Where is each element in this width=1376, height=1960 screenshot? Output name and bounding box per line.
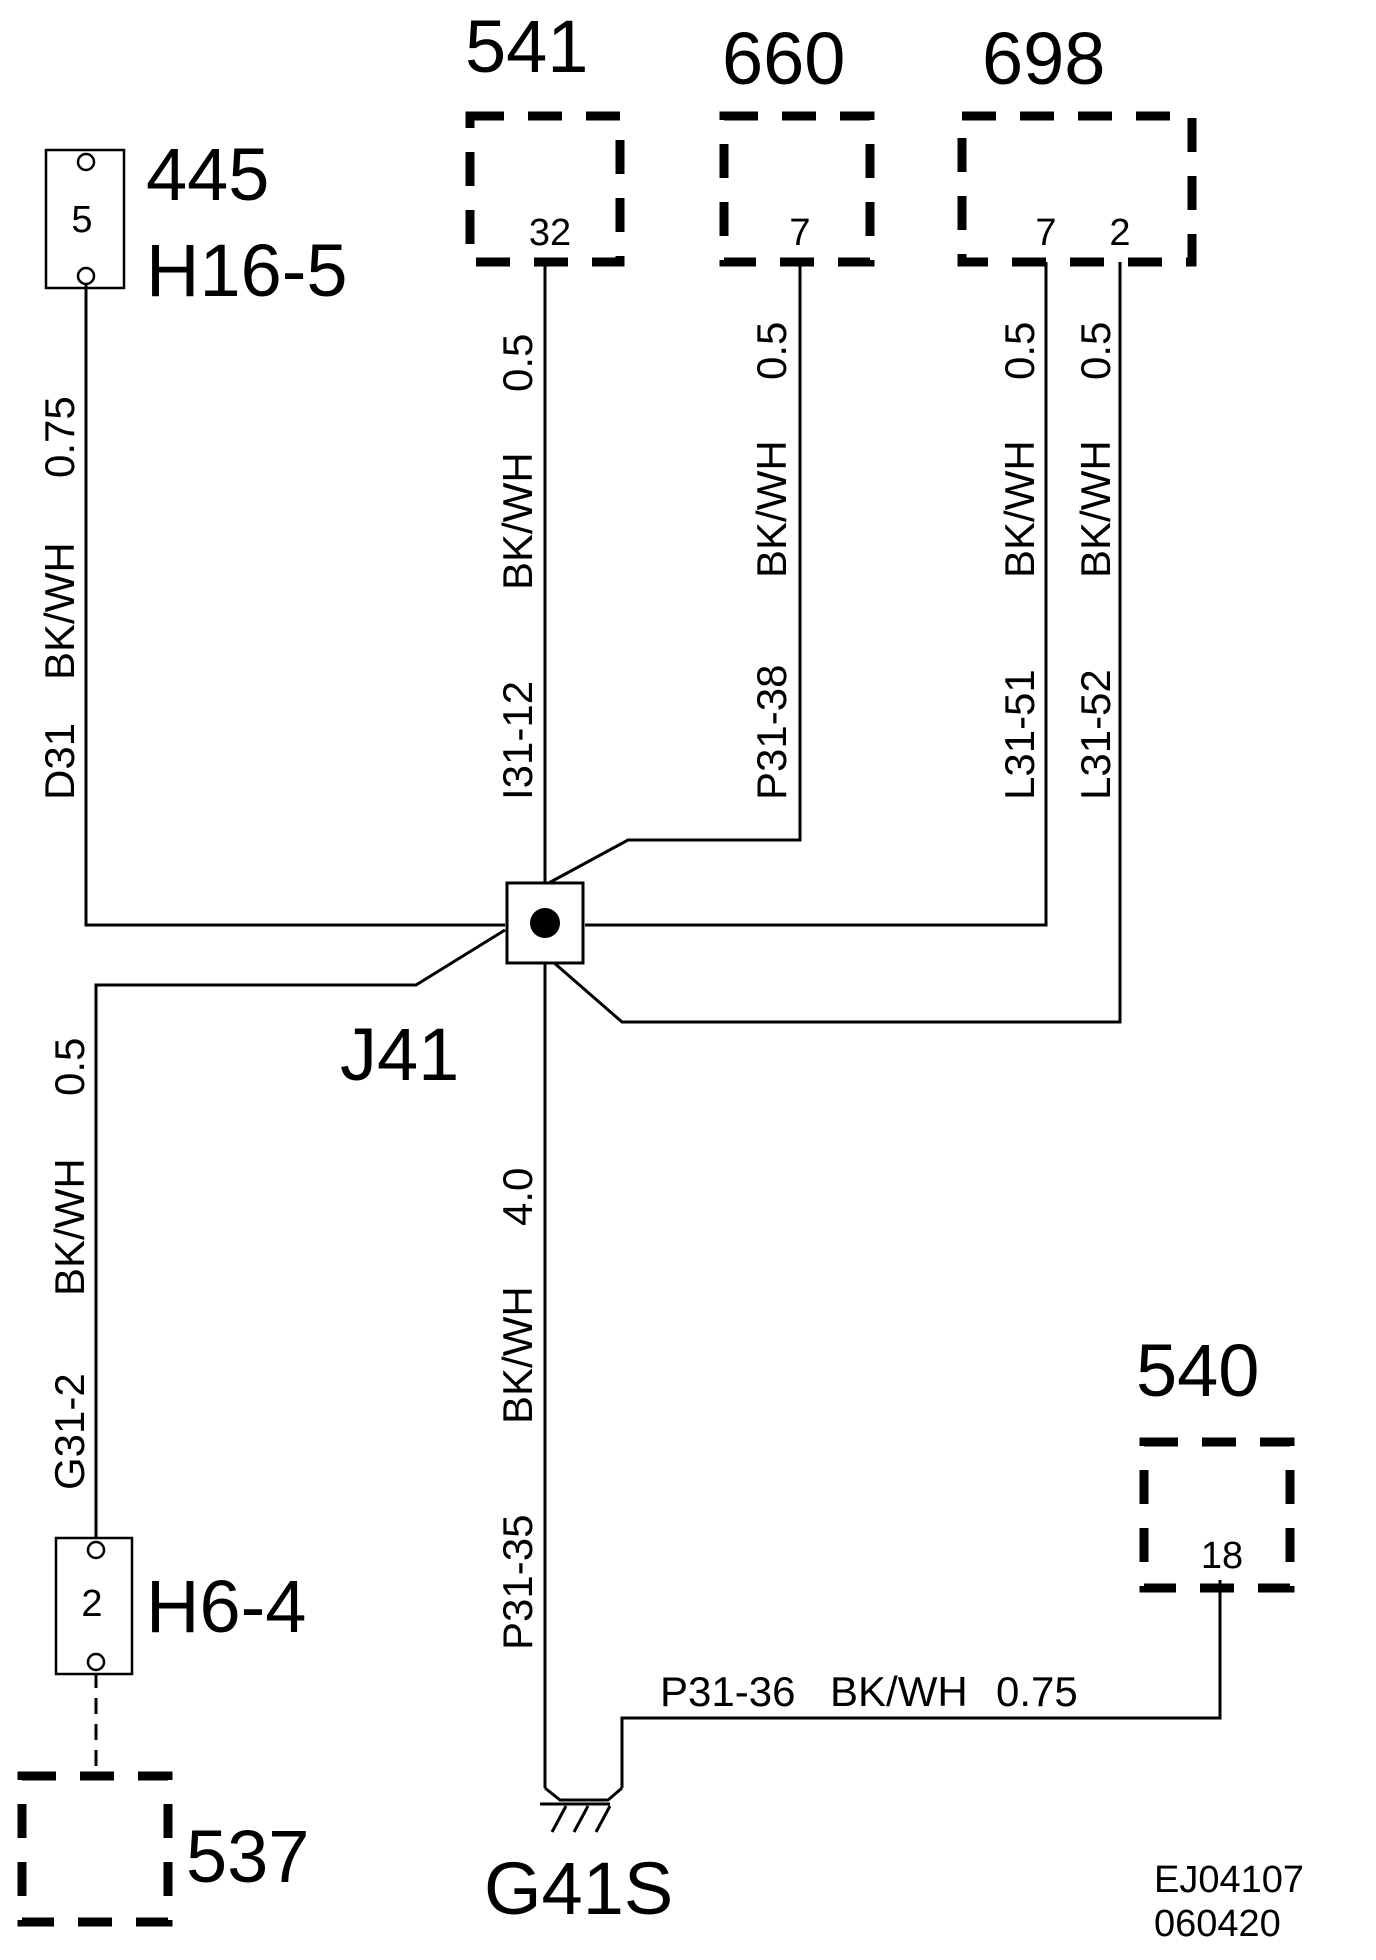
wire-g31-size: 0.5 — [46, 1038, 93, 1096]
wire-i31-circuit: I31-12 — [494, 681, 541, 800]
connector-h16-name: H16-5 — [146, 229, 348, 312]
wire-l31-52-color: BK/WH — [1072, 440, 1119, 578]
connector-h16-pin: 5 — [71, 199, 92, 241]
wire-p31-36-circuit: P31-36 — [660, 1668, 795, 1715]
footer-date: 060420 — [1154, 1903, 1281, 1945]
ground-g41s: G41S — [484, 1786, 673, 1930]
wire-g31-circuit: G31-2 — [46, 1373, 93, 1490]
wire-l31-51-circuit: L31-51 — [996, 669, 1043, 800]
wire-p31-38-color: BK/WH — [748, 440, 795, 578]
wire-label-d31: D31 BK/WH 0.75 — [36, 396, 83, 800]
component-698-label: 698 — [982, 17, 1105, 100]
component-541-label: 541 — [465, 5, 588, 88]
wire-d31-color: BK/WH — [36, 542, 83, 680]
component-540-pin: 18 — [1201, 1535, 1243, 1577]
wire-p31-35-size: 4.0 — [494, 1168, 541, 1226]
wire-p31-36-size: 0.75 — [996, 1668, 1078, 1715]
connector-h6-pin: 2 — [81, 1583, 102, 1625]
component-540: 540 18 — [1136, 1329, 1295, 1593]
component-660-label: 660 — [722, 17, 845, 100]
component-541: 541 32 — [465, 5, 625, 267]
wire-label-l31-51: L31-51 BK/WH 0.5 — [996, 322, 1043, 800]
wire-d31-circuit: D31 — [36, 723, 83, 800]
wire-label-p31-38: P31-38 BK/WH 0.5 — [748, 322, 795, 800]
component-660: 660 7 — [719, 17, 875, 267]
wire-label-p31-36: P31-36 BK/WH 0.75 — [660, 1668, 1078, 1715]
connector-h16-id: 445 — [146, 133, 269, 216]
component-698-pin-a: 7 — [1035, 212, 1056, 254]
component-537-label: 537 — [186, 1815, 309, 1898]
wire-l31-52-size: 0.5 — [1072, 322, 1119, 380]
wire-label-p31-35: P31-35 BK/WH 4.0 — [494, 1168, 541, 1650]
component-541-pin: 32 — [529, 212, 571, 254]
component-540-label: 540 — [1136, 1329, 1259, 1412]
connector-h6-name: H6-4 — [146, 1565, 306, 1648]
wire-l31-51-size: 0.5 — [996, 322, 1043, 380]
component-698-pin-b: 2 — [1109, 212, 1130, 254]
wire-p31-35-color: BK/WH — [494, 1286, 541, 1424]
wire-lines — [84, 262, 1222, 1788]
wire-p31-38-size: 0.5 — [748, 322, 795, 380]
ground-label: G41S — [484, 1847, 673, 1930]
splice-j41: J41 — [340, 881, 585, 1096]
wire-label-l31-52: L31-52 BK/WH 0.5 — [1072, 322, 1119, 800]
component-660-pin: 7 — [789, 212, 810, 254]
footer-code: EJ04107 — [1154, 1859, 1304, 1901]
connector-h6-4: 2 H6-4 — [54, 1536, 306, 1676]
connector-h16-5: 5 445 H16-5 — [44, 133, 348, 312]
wire-label-g31-2: G31-2 BK/WH 0.5 — [46, 1038, 93, 1490]
wire-i31-size: 0.5 — [494, 334, 541, 392]
wire-i31-color: BK/WH — [494, 452, 541, 590]
wire-d31-size: 0.75 — [36, 396, 83, 478]
wire-p31-38-circuit: P31-38 — [748, 665, 795, 800]
wire-p31-36-color: BK/WH — [830, 1668, 968, 1715]
component-698: 698 7 2 — [957, 17, 1197, 267]
wire-l31-51-color: BK/WH — [996, 440, 1043, 578]
wire-p31-35-circuit: P31-35 — [494, 1515, 541, 1650]
diagram-footer: EJ04107 060420 — [1154, 1859, 1304, 1945]
wire-l31-52-circuit: L31-52 — [1072, 669, 1119, 800]
wire-g31-color: BK/WH — [46, 1158, 93, 1296]
component-537: 537 — [17, 1771, 309, 1927]
splice-label: J41 — [340, 1013, 459, 1096]
wire-label-i31-12: I31-12 BK/WH 0.5 — [494, 334, 541, 800]
